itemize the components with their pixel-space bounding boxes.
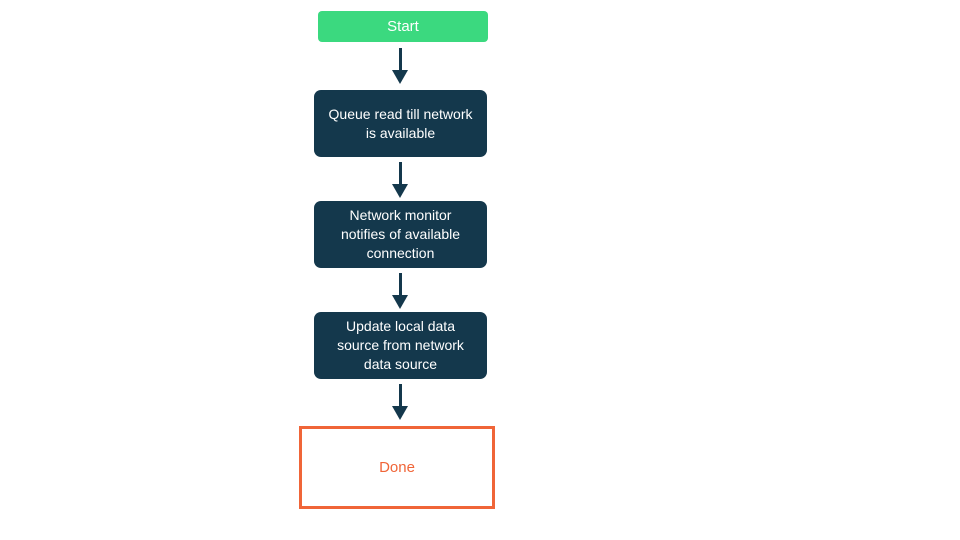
flow-node-start-label: Start [387,18,419,35]
flow-node-update-local-source: Update local data source from network da… [314,312,487,379]
flow-connector-update-to-done [392,384,408,420]
flow-node-queue-read-label: Queue read till network is available [328,105,473,141]
arrow-stem [398,162,402,184]
flow-node-queue-read: Queue read till network is available [314,90,487,157]
flow-connector-monitor-to-update [392,273,408,309]
flow-connector-queue-to-monitor [392,162,408,198]
flow-node-done-label: Done [379,459,415,476]
flow-node-network-monitor: Network monitor notifies of available co… [314,201,487,268]
flow-connector-start-to-queue [392,48,408,84]
arrow-stem [398,384,402,406]
flow-node-start: Start [318,11,488,42]
flow-node-done: Done [299,426,495,509]
arrow-stem [398,273,402,295]
arrow-stem [398,48,402,70]
arrow-down-icon [392,184,408,198]
flow-node-update-local-source-label: Update local data source from network da… [337,318,464,372]
arrow-down-icon [392,70,408,84]
flow-node-network-monitor-label: Network monitor notifies of available co… [340,207,461,261]
arrow-down-icon [392,295,408,309]
arrow-down-icon [392,406,408,420]
